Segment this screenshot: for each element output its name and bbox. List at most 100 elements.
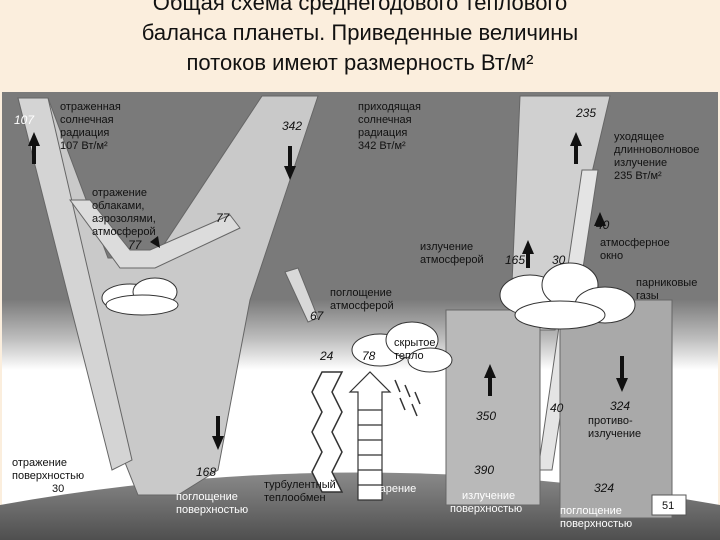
value-surface-324: 324: [594, 481, 614, 495]
label-line: аэрозолями,: [92, 213, 156, 225]
label-line: атмосферой: [330, 300, 394, 312]
back-radiation-column: [559, 299, 673, 519]
label-line: излучение: [462, 490, 515, 502]
label-line: поглощение: [560, 505, 622, 517]
outgoing-longwave-beam: [509, 95, 611, 331]
turbulent-exchange-wave: [311, 371, 344, 493]
value-back: 324: [610, 399, 630, 413]
title-line-2: баланса планеты. Приведенные величины: [141, 20, 579, 45]
cloud-left: [101, 277, 179, 316]
value-cloud-77-b: 77: [128, 238, 143, 252]
label-cloud-reflection: отражение облаками, аэрозолями, атмосфер…: [92, 187, 156, 238]
value-latent: 78: [362, 349, 376, 363]
evaporation-column: [348, 371, 392, 501]
title-line-3: потоков имеют размерность Вт/м²: [186, 50, 534, 75]
arrow-down-back-icon: [616, 378, 628, 392]
value-atm-emission: 165: [505, 253, 525, 267]
label-line: солнечная: [60, 114, 114, 126]
label-atmospheric-window: атмосферное окно: [600, 237, 670, 262]
label-line: поглощение: [330, 287, 392, 299]
label-line: отраженная: [60, 101, 121, 113]
value-surface-absorbed: 168: [196, 465, 216, 479]
label-line: уходящее: [614, 131, 664, 143]
label-line: поглощение: [176, 491, 238, 503]
label-surface-absorption-2: поглощение поверхностью: [560, 505, 632, 530]
label-line: поверхностью: [560, 518, 632, 530]
value-incoming: 342: [282, 119, 302, 133]
label-line: радиация: [60, 127, 109, 139]
arrow-down-absorbed-icon: [212, 436, 224, 450]
slide-title: Общая схема среднегодового теплового бал…: [0, 0, 720, 94]
label-line: приходящая: [358, 101, 421, 113]
label-outgoing-longwave: уходящее длинноволновое излучение 235 Вт…: [614, 131, 699, 182]
label-line: излучение: [614, 157, 667, 169]
label-surface-reflection: отражение поверхностью: [12, 457, 84, 482]
label-line: теплообмен: [264, 492, 326, 504]
arrow-down-incoming-icon: [284, 166, 296, 180]
label-line: газы: [636, 290, 659, 302]
label-line: атмосферой: [92, 226, 156, 238]
label-line: турбулентный: [264, 479, 336, 491]
label-line: облаками,: [92, 200, 144, 212]
label-greenhouse-gases: парниковые газы: [636, 277, 697, 302]
label-line: 107 Вт/м²: [60, 140, 108, 152]
label-line: 235 Вт/м²: [614, 170, 662, 182]
label-line: солнечная: [358, 114, 412, 126]
arrow-up-emission-icon: [522, 240, 534, 254]
label-back-radiation: противо- излучение: [588, 415, 641, 440]
label-reflected-solar: отраженная солнечная радиация 107 Вт/м²: [60, 101, 121, 152]
value-outgoing: 235: [575, 106, 596, 120]
value-surface-350: 350: [476, 409, 496, 423]
value-surface-390: 390: [474, 463, 494, 477]
page-number: 51: [662, 500, 674, 512]
value-atm-30: 30: [552, 253, 566, 267]
label-line: длинноволновое: [614, 144, 699, 156]
label-turbulent-exchange: турбулентный теплообмен: [264, 479, 336, 504]
label-line: излучение: [420, 241, 473, 253]
rain-icon: [394, 379, 421, 417]
label-line: скрытое: [394, 337, 436, 349]
label-surface-absorption-1: поглощение поверхностью: [176, 491, 248, 516]
value-window: 40: [596, 218, 610, 232]
atmosphere-absorption-beam: [284, 267, 319, 323]
label-line: излучение: [588, 428, 641, 440]
label-line: отражение: [92, 187, 147, 199]
title-line-1: Общая схема среднегодового теплового: [152, 0, 568, 15]
value-atm-absorbed: 67: [310, 309, 325, 323]
value-cloud-77-a: 77: [216, 211, 231, 225]
surface-emission-column: [445, 309, 541, 506]
label-line: 342 Вт/м²: [358, 140, 406, 152]
label-line: атмосферное: [600, 237, 670, 249]
arrow-up-reflected-icon: [28, 132, 40, 146]
arrow-up-window-icon: [594, 212, 606, 226]
page-number-box: [651, 494, 687, 516]
label-evaporation: испарение: [362, 483, 416, 495]
cloud-reflection-beam: [69, 199, 241, 269]
label-incoming-solar: приходящая солнечная радиация 342 Вт/м²: [358, 101, 421, 152]
arrow-up-outgoing-icon: [570, 132, 582, 146]
label-line: радиация: [358, 127, 407, 139]
label-line: атмосферой: [420, 254, 484, 266]
label-line: поверхностью: [176, 504, 248, 516]
label-atmosphere-absorption: поглощение атмосферой: [330, 287, 394, 312]
heat-balance-diagram: отраженная солнечная радиация 107 Вт/м² …: [0, 92, 720, 540]
cloud-right: [499, 262, 636, 330]
label-line: тепло: [394, 350, 424, 362]
arrow-up-surface-icon: [484, 364, 496, 378]
label-line: парниковые: [636, 277, 697, 289]
label-line: поверхностью: [450, 503, 522, 515]
value-reflected: 107: [14, 113, 35, 127]
label-line: отражение: [12, 457, 67, 469]
value-turbulent: 24: [319, 349, 334, 363]
label-atmosphere-emission: излучение атмосферой: [420, 241, 484, 266]
label-line: противо-: [588, 415, 633, 427]
value-window-40b: 40: [550, 401, 564, 415]
cloud-latent-heat: [351, 321, 453, 373]
surface-reflection-beam: [17, 97, 133, 471]
label-surface-emission: излучение поверхностью: [450, 490, 522, 515]
arrow-down-cloud-icon: [150, 236, 160, 248]
arrow-icons: [28, 132, 628, 450]
value-surface-reflected: 30: [52, 483, 64, 495]
label-latent-heat: скрытое тепло: [394, 337, 436, 362]
